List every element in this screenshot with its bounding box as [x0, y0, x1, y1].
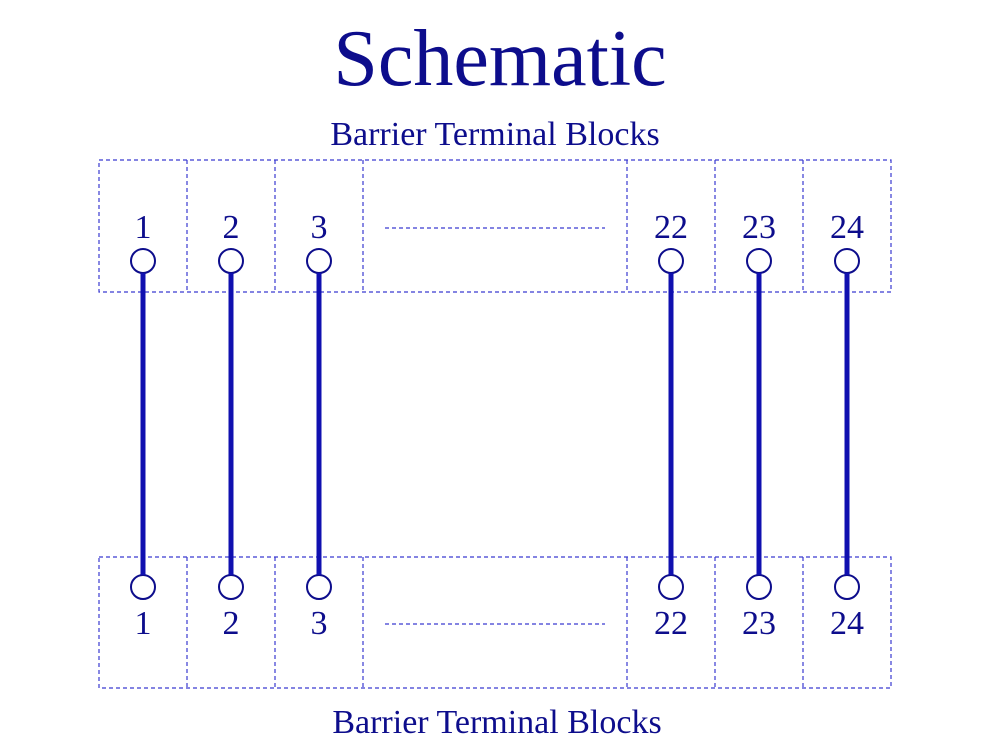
top-terminal-2: 2 [218, 209, 244, 274]
top-terminal-label: 23 [742, 209, 776, 246]
top-terminal-label: 2 [223, 209, 240, 246]
top-terminal-23: 23 [742, 209, 776, 274]
bottom-terminal-23: 23 [742, 574, 776, 642]
bottom-terminal-label: 23 [742, 605, 776, 642]
top-terminal-22: 22 [654, 209, 688, 274]
bottom-terminal-1: 1 [130, 574, 156, 642]
top-terminal-circle [130, 248, 156, 274]
top-block-outline [98, 159, 892, 293]
top-terminal-circle [306, 248, 332, 274]
top-terminal-24: 24 [830, 209, 864, 274]
bottom-terminal-label: 24 [830, 605, 864, 642]
top-terminal-circle [658, 248, 684, 274]
bottom-terminal-label: 3 [311, 605, 328, 642]
top-terminal-1: 1 [130, 209, 156, 274]
top-terminal-circle [746, 248, 772, 274]
bottom-terminal-label: 2 [223, 605, 240, 642]
bottom-terminal-circle [130, 574, 156, 600]
bottom-terminal-circle [218, 574, 244, 600]
page-title: Schematic [333, 15, 666, 103]
top-terminal-label: 3 [311, 209, 328, 246]
top-terminal-label: 22 [654, 209, 688, 246]
bottom-terminal-3: 3 [306, 574, 332, 642]
wires [140, 273, 850, 575]
bottom-terminal-circle [746, 574, 772, 600]
bottom-terminal-2: 2 [218, 574, 244, 642]
top-terminal-circle [218, 248, 244, 274]
bottom-terminal-label: 1 [135, 605, 152, 642]
bottom-block-outline [98, 556, 892, 689]
bottom-terminal-circle [834, 574, 860, 600]
bottom-terminal-circle [306, 574, 332, 600]
top-terminal-circle [834, 248, 860, 274]
bottom-terminal-22: 22 [654, 574, 688, 642]
bottom-terminal-circle [658, 574, 684, 600]
bottom-terminal-label: 22 [654, 605, 688, 642]
bottom-terminal-24: 24 [830, 574, 864, 642]
top-terminal-label: 1 [135, 209, 152, 246]
bottom-block-label: Barrier Terminal Blocks [332, 704, 661, 741]
top-terminal-label: 24 [830, 209, 864, 246]
top-terminal-3: 3 [306, 209, 332, 274]
top-block-label: Barrier Terminal Blocks [330, 116, 659, 153]
